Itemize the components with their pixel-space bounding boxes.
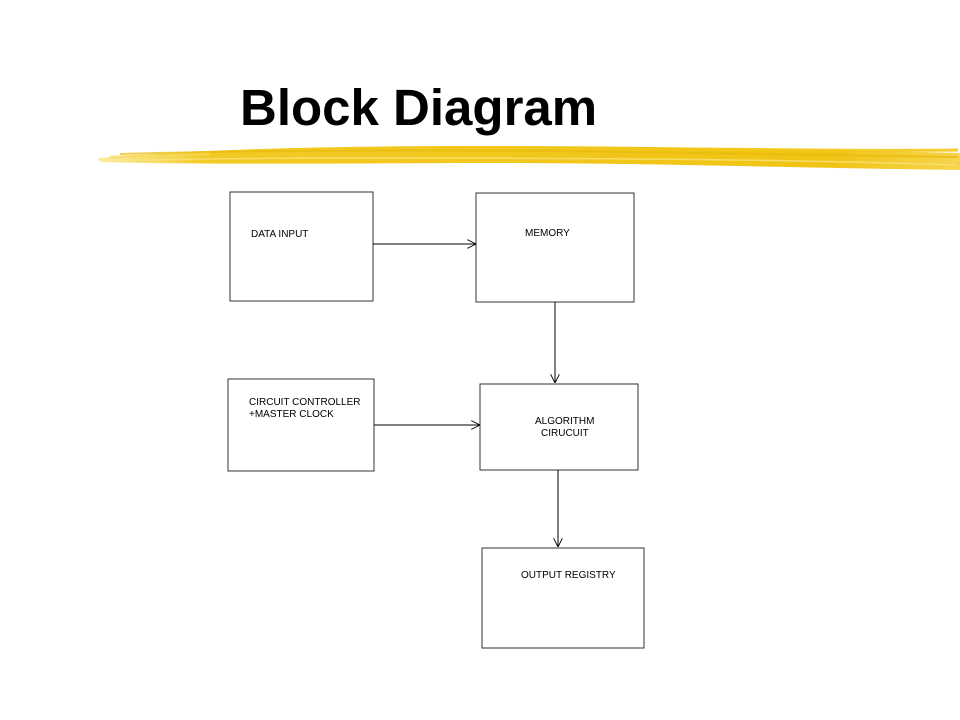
block-output-registry-label: OUTPUT REGISTRY xyxy=(521,570,616,581)
block-algorithm-circuit-label-line1: ALGORITHM xyxy=(535,416,594,427)
block-memory-label: MEMORY xyxy=(525,228,570,239)
block-data-input: DATA INPUT xyxy=(229,191,374,302)
block-algorithm-circuit-label-line2: CIRUCUIT xyxy=(541,428,589,439)
block-memory: MEMORY xyxy=(475,192,635,303)
block-circuit-controller-label-line1: CIRCUIT CONTROLLER xyxy=(249,397,361,408)
block-data-input-label: DATA INPUT xyxy=(251,229,308,240)
block-circuit-controller-label-line2: +MASTER CLOCK xyxy=(249,409,334,420)
block-algorithm-circuit: ALGORITHM CIRUCUIT xyxy=(479,383,639,471)
slide-title: Block Diagram xyxy=(240,79,598,136)
block-circuit-controller: CIRCUIT CONTROLLER +MASTER CLOCK xyxy=(227,378,375,472)
block-output-registry: OUTPUT REGISTRY xyxy=(481,547,645,649)
